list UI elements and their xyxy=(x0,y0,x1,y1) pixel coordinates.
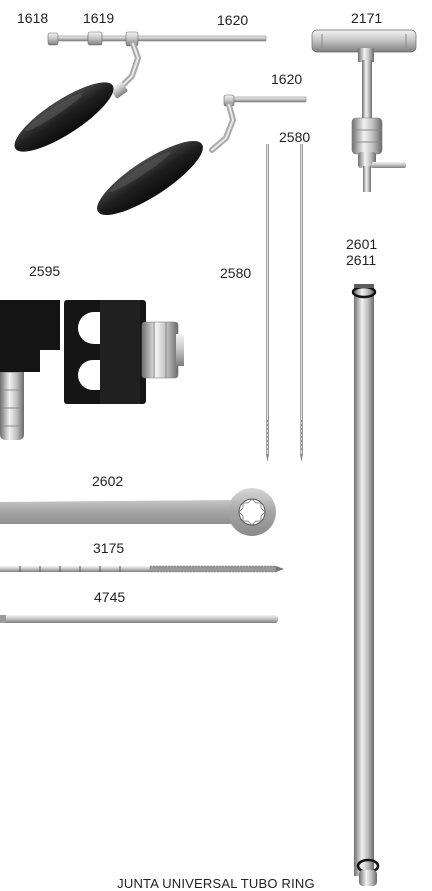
universal-clamp-icon xyxy=(0,300,184,440)
part-label-2580-top: 2580 xyxy=(279,129,311,145)
part-label-1619: 1619 xyxy=(83,10,115,26)
part-label-1620-second: 1620 xyxy=(271,71,303,87)
t-wrench-with-knob-icon xyxy=(14,31,267,152)
part-label-1620-top: 1620 xyxy=(217,12,249,28)
offset-crank-handle-icon xyxy=(97,94,307,215)
ring-wrench-icon xyxy=(0,488,276,536)
part-label-2601: 2601 xyxy=(346,236,378,252)
figure-caption: JUNTA UNIVERSAL TUBO RING xyxy=(117,876,315,891)
part-label-2602: 2602 xyxy=(92,473,124,489)
pin-icon xyxy=(0,615,278,623)
guide-wire-icon xyxy=(266,144,303,462)
t-handle-chuck-icon xyxy=(311,29,417,192)
drill-bit-icon xyxy=(0,565,284,573)
long-rod-icon xyxy=(351,284,380,886)
part-label-2580-side: 2580 xyxy=(220,265,252,281)
part-label-3175: 3175 xyxy=(93,540,125,556)
part-label-2595: 2595 xyxy=(29,263,61,279)
part-label-1618: 1618 xyxy=(17,10,49,26)
part-label-4745: 4745 xyxy=(94,589,126,605)
part-label-2171: 2171 xyxy=(351,10,383,26)
part-label-2611: 2611 xyxy=(346,252,377,268)
